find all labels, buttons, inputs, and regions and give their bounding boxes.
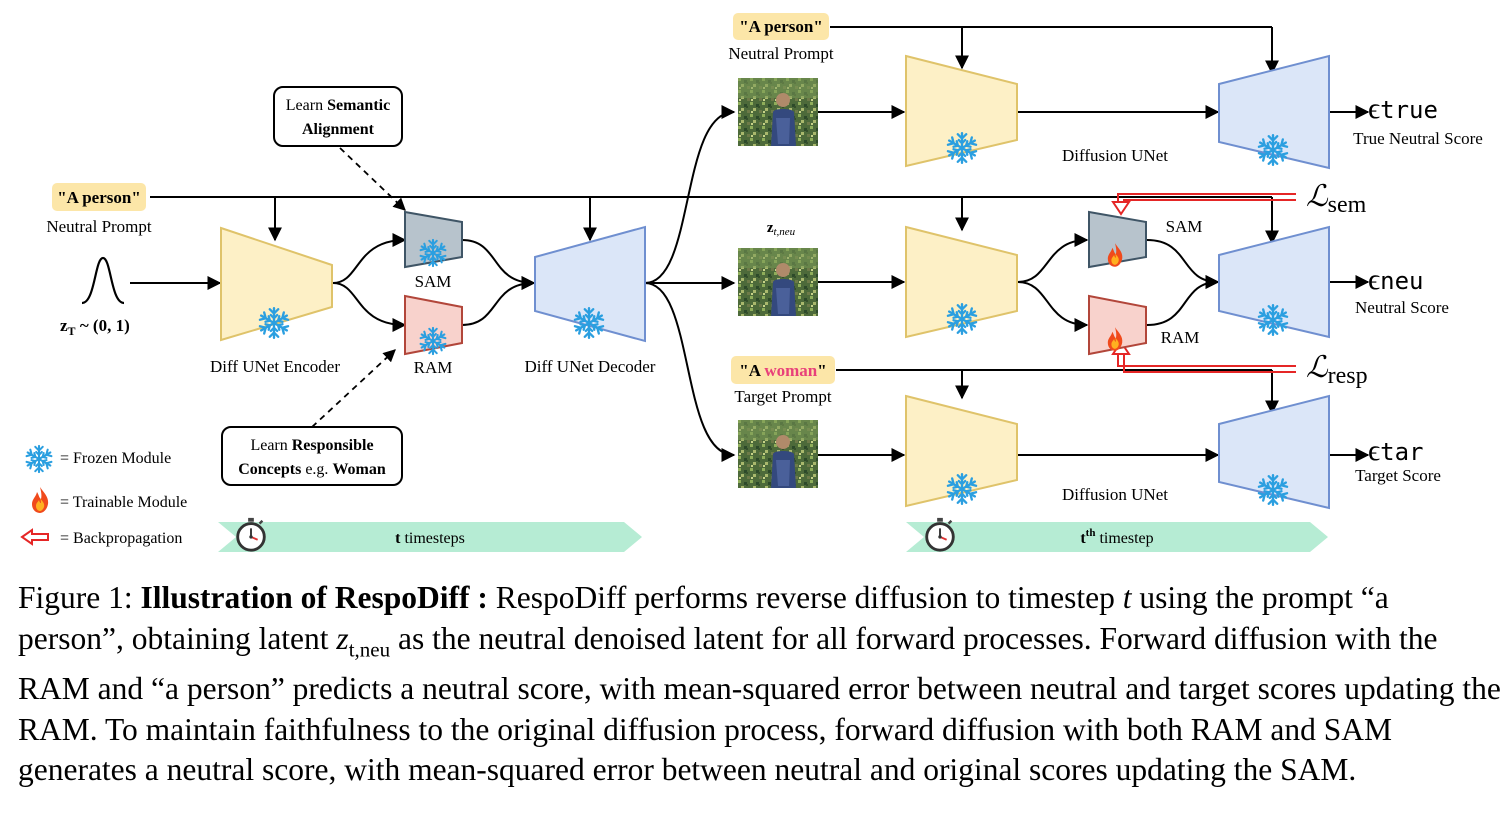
gaussian-noise-icon bbox=[81, 256, 125, 305]
backprop-arrow-icon bbox=[21, 529, 49, 545]
latent-image-bottom bbox=[738, 420, 818, 488]
svg-text:Concepts e.g. Woman: Concepts e.g. Woman bbox=[238, 461, 386, 478]
ram-module-right bbox=[1088, 294, 1147, 356]
connections bbox=[130, 26, 1370, 462]
top-prompt-caption: Neutral Prompt bbox=[728, 44, 834, 63]
unet-decoder-bottom bbox=[1218, 394, 1330, 510]
encoder-label: Diff UNet Encoder bbox=[210, 357, 340, 376]
left-prompt: "A person" bbox=[57, 188, 141, 207]
caption-title: Illustration of RespoDiff : bbox=[140, 580, 488, 615]
epsilon-true: ϵtrue bbox=[1368, 92, 1438, 125]
target-score-caption: Target Score bbox=[1355, 466, 1441, 485]
callout-arrows bbox=[311, 147, 406, 428]
responsible-concepts-callout: Learn Responsible Concepts e.g. Woman bbox=[221, 426, 403, 486]
timestep-bar-right: tth timestep bbox=[906, 516, 1328, 552]
left-prompt-bg bbox=[52, 183, 146, 211]
sam-module-right bbox=[1088, 210, 1147, 269]
timestep-bar-left: t timesteps bbox=[218, 516, 642, 552]
snowflake-icon bbox=[26, 446, 52, 472]
unet-encoder-middle bbox=[905, 225, 1018, 339]
unet-decoder-top bbox=[1218, 54, 1330, 170]
true-score-caption: True Neutral Score bbox=[1353, 129, 1483, 148]
latent-image-top bbox=[738, 78, 818, 146]
svg-text:tth timestep: tth timestep bbox=[1080, 527, 1153, 547]
sam-module-left bbox=[404, 210, 463, 269]
legend-frozen: = Frozen Module bbox=[60, 450, 171, 467]
legend-backprop: = Backpropagation bbox=[60, 530, 182, 547]
neutral-score-caption: Neutral Score bbox=[1355, 298, 1449, 317]
target-prompt: "A woman" bbox=[739, 361, 826, 380]
svg-text:Learn Semantic: Learn Semantic bbox=[286, 97, 390, 114]
backprop-arrowhead-sem bbox=[1111, 201, 1131, 216]
sam-label-right: SAM bbox=[1166, 217, 1203, 236]
target-prompt-bg bbox=[731, 356, 835, 384]
unet-encoder-bottom bbox=[905, 394, 1018, 508]
diff-unet-encoder bbox=[220, 226, 333, 342]
epsilon-tar: ϵtar bbox=[1368, 434, 1424, 467]
ram-label-left: RAM bbox=[414, 358, 453, 377]
fire-icon bbox=[32, 487, 49, 513]
sam-label-left: SAM bbox=[415, 272, 452, 291]
unet-label-bottom: Diffusion UNet bbox=[1062, 485, 1168, 504]
decoder-label: Diff UNet Decoder bbox=[525, 357, 656, 376]
ram-module-left bbox=[404, 294, 463, 356]
svg-text:Learn Responsible: Learn Responsible bbox=[250, 437, 373, 454]
unet-decoder-middle bbox=[1218, 225, 1330, 339]
epsilon-neu: ϵneu bbox=[1368, 263, 1424, 296]
ram-label-right: RAM bbox=[1161, 328, 1200, 347]
latent-label: zt,neu bbox=[767, 220, 796, 238]
loss-resp: ℒresp bbox=[1306, 351, 1368, 389]
legend-trainable: = Trainable Module bbox=[60, 494, 187, 511]
figure-caption: Figure 1: Illustration of RespoDiff : Re… bbox=[18, 580, 1501, 788]
unet-label-top: Diffusion UNet bbox=[1062, 146, 1168, 165]
left-prompt-caption: Neutral Prompt bbox=[46, 217, 152, 236]
target-prompt-caption: Target Prompt bbox=[734, 387, 831, 406]
top-prompt-bg bbox=[733, 13, 829, 40]
noise-label: zT ~ (0, 1) bbox=[60, 316, 130, 338]
svg-text:t timesteps: t timesteps bbox=[395, 530, 465, 547]
legend: = Frozen Module = Trainable Module = Bac… bbox=[21, 446, 187, 547]
respodiff-diagram: "A person" Neutral Prompt zT ~ (0, 1) Di… bbox=[21, 13, 1483, 552]
diff-unet-decoder bbox=[534, 225, 646, 343]
svg-text:Alignment: Alignment bbox=[302, 121, 375, 138]
loss-sem: ℒsem bbox=[1306, 180, 1367, 218]
latent-image-middle bbox=[738, 248, 818, 316]
semantic-alignment-callout: Learn Semantic Alignment bbox=[273, 86, 403, 147]
unet-encoder-top bbox=[905, 54, 1018, 168]
top-prompt: "A person" bbox=[739, 17, 823, 36]
